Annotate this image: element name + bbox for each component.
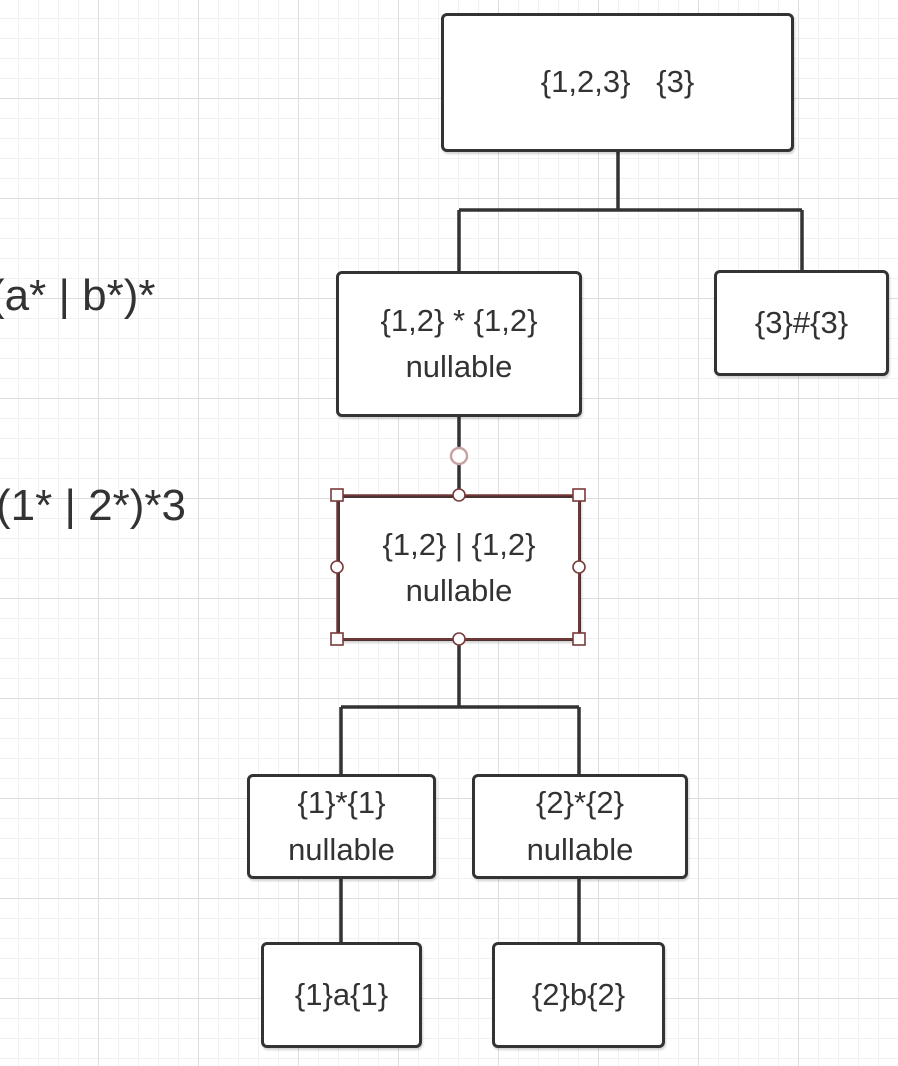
regex-letters-annotation: (a* | b*)* [0, 271, 156, 320]
end-marker-node[interactable]: {3}#{3} [714, 270, 889, 376]
resize-handle-bottom-left[interactable] [330, 632, 344, 646]
edge-union-children[interactable] [339, 640, 581, 776]
root-node[interactable]: {1,2,3} {3} [441, 13, 794, 152]
leaf-b-node-label: {2}b{2} [531, 976, 626, 1012]
connection-point-bottom[interactable] [452, 632, 466, 646]
edge-root-children[interactable] [457, 150, 804, 272]
union-node-label: {1,2} | {1,2} [382, 526, 536, 562]
resize-handle-top-left[interactable] [330, 488, 344, 502]
connection-point-right[interactable] [572, 560, 586, 574]
leaf-a-node[interactable]: {1}a{1} [261, 942, 422, 1048]
star-a-node-nullable: nullable [288, 831, 395, 867]
connection-point-top[interactable] [452, 488, 466, 502]
regex-positions-annotation: (1* | 2*)*3 [0, 481, 186, 530]
star-b-node-nullable: nullable [526, 831, 634, 867]
resize-handle-bottom-right[interactable] [572, 632, 586, 646]
star-b-node-label: {2}*{2} [536, 785, 624, 820]
star-a-node[interactable]: {1}*{1} nullable [247, 774, 436, 879]
connection-point-left[interactable] [330, 560, 344, 574]
star-node-nullable: nullable [405, 349, 513, 384]
star-node[interactable]: {1,2} * {1,2} nullable [336, 271, 582, 417]
union-node-nullable: nullable [405, 573, 513, 608]
leaf-a-node-label: {1}a{1} [294, 976, 389, 1012]
resize-handle-top-right[interactable] [572, 488, 586, 502]
union-node[interactable]: {1,2} | {1,2} nullable [337, 495, 581, 641]
star-a-node-label: {1}*{1} [297, 785, 386, 820]
star-b-node[interactable]: {2}*{2} nullable [472, 774, 688, 879]
edge-endpoint-handle[interactable] [449, 446, 469, 466]
end-marker-node-label: {3}#{3} [754, 304, 849, 340]
root-node-label: {1,2,3} {3} [540, 64, 695, 100]
leaf-b-node[interactable]: {2}b{2} [492, 942, 665, 1048]
star-node-label: {1,2} * {1,2} [380, 302, 538, 338]
